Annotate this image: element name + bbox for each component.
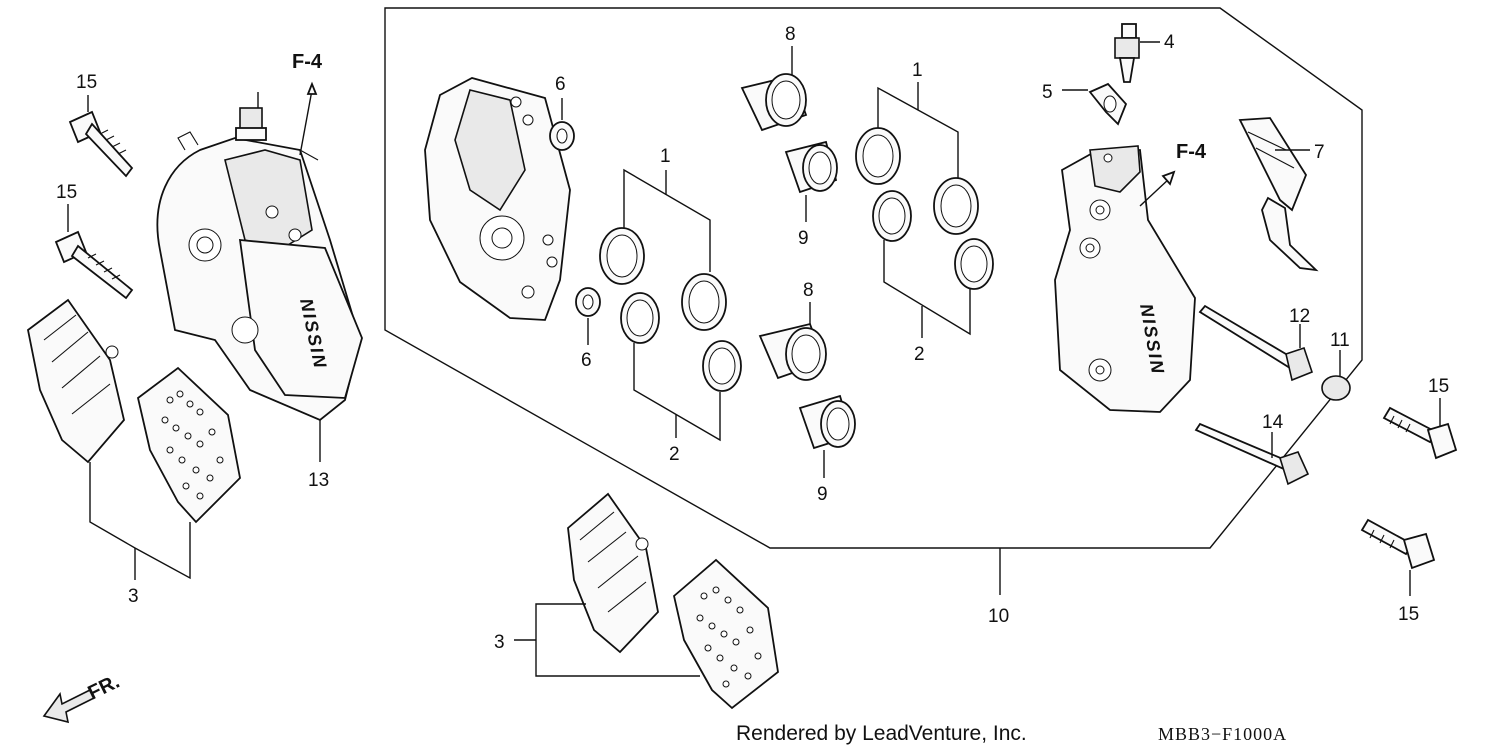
- callout-15: 15: [1428, 376, 1449, 397]
- piston-9-upper: [784, 140, 838, 194]
- callout-10: 10: [988, 606, 1009, 627]
- callout-12: 12: [1289, 306, 1310, 327]
- callout-14: 14: [1262, 412, 1284, 433]
- left-pad-holes: [136, 366, 241, 524]
- caliper-assembly-boundary: [384, 7, 1363, 549]
- bleeder-valve-4: [1114, 23, 1140, 83]
- piston-8-upper: [740, 73, 808, 132]
- bolt-14: [1194, 422, 1310, 486]
- seal-6-upper: [549, 121, 575, 151]
- left-pad-solid: [27, 298, 125, 464]
- callout-9: 9: [817, 484, 828, 505]
- callout-7: 7: [1314, 142, 1325, 163]
- callout-6: 6: [555, 74, 566, 95]
- seal-rings-1-centre: [599, 227, 727, 331]
- bottom-pad-holes: [673, 558, 779, 710]
- seal-rings-2-right: [872, 190, 994, 290]
- callout-5: 5: [1042, 82, 1053, 103]
- callout-15: 15: [56, 182, 77, 203]
- caliper-half-left: [424, 77, 571, 321]
- caliper-half-right: NISSIN: [1054, 145, 1196, 413]
- drawing-code: MBB3−F1000A: [1158, 724, 1287, 744]
- bolt-15-upper-right: [1382, 406, 1458, 460]
- callout-3: 3: [494, 632, 505, 653]
- pad-spring-7: [1238, 117, 1319, 272]
- front-direction-arrow: [42, 688, 96, 724]
- piston-8-lower: [758, 322, 827, 381]
- seal-rings-1-right: [855, 127, 979, 235]
- pin-plug-11: [1321, 375, 1351, 401]
- callout-15: 15: [1398, 604, 1419, 625]
- bolt-15-lower-left: [54, 230, 134, 300]
- callout-9: 9: [798, 228, 809, 249]
- right-ref-label: F-4: [1176, 141, 1207, 163]
- pad-pin-12: [1198, 304, 1313, 382]
- seal-rings-2-centre: [620, 292, 742, 392]
- callout-15: 15: [76, 72, 97, 93]
- bottom-pad-solid: [567, 492, 659, 654]
- credit-text: Rendered by LeadVenture, Inc.: [736, 722, 1027, 745]
- seal-6-lower: [575, 287, 601, 317]
- callout-13: 13: [308, 470, 329, 491]
- callout-8: 8: [785, 24, 796, 45]
- callout-3: 3: [128, 586, 139, 607]
- bleeder-cap-5: [1088, 82, 1128, 126]
- piston-9-lower: [798, 394, 856, 450]
- callout-2: 2: [669, 444, 680, 465]
- left-caliper-13: NISSIN: [156, 107, 363, 422]
- left-ref-label: F-4: [292, 51, 323, 73]
- callout-2: 2: [914, 344, 925, 365]
- bolt-15-lower-right: [1360, 518, 1436, 570]
- callout-8: 8: [803, 280, 814, 301]
- bolt-15-upper-left: [68, 110, 134, 178]
- callout-4: 4: [1164, 32, 1175, 53]
- callout-6: 6: [581, 350, 592, 371]
- callout-11: 11: [1330, 330, 1350, 351]
- callout-1: 1: [660, 146, 671, 167]
- callout-1: 1: [912, 60, 923, 81]
